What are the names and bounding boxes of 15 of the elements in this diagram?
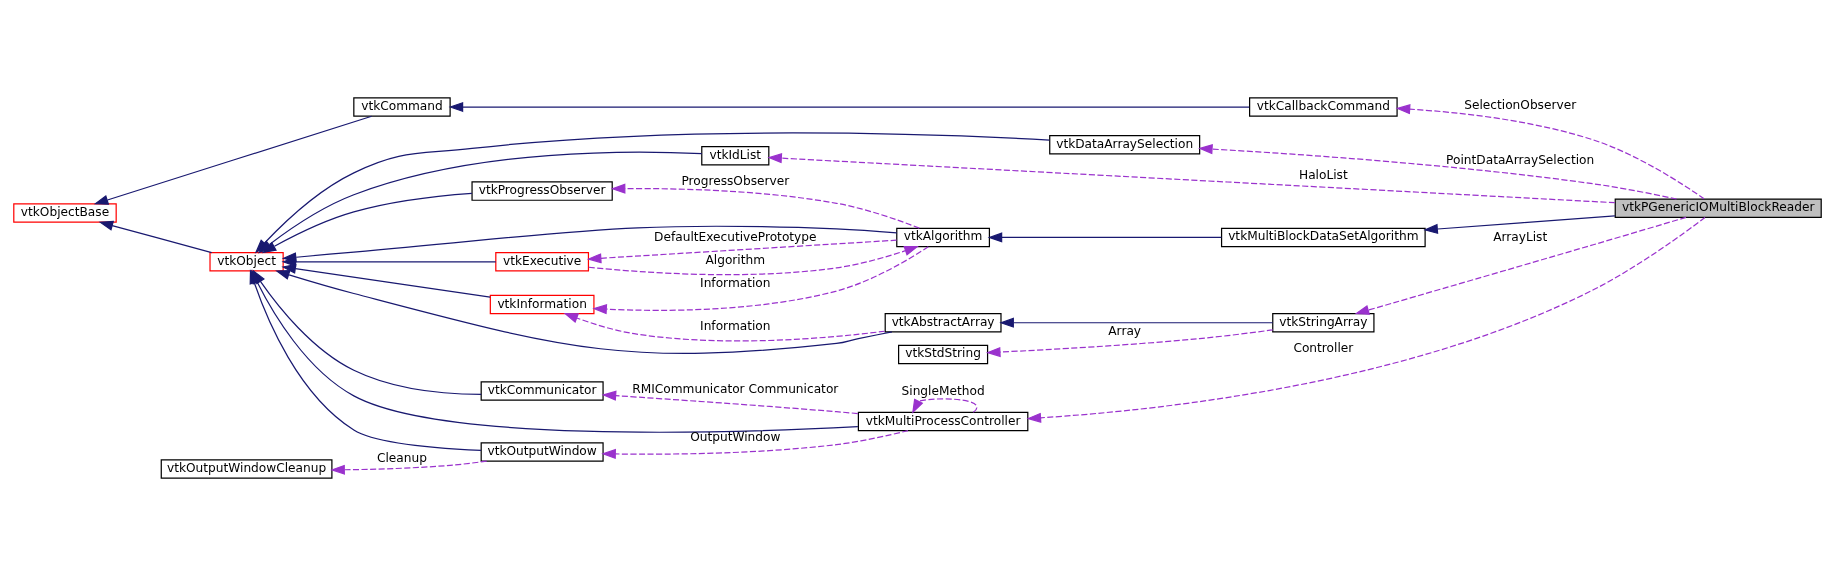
- edge-label: Information: [700, 275, 771, 290]
- edge-label: HaloList: [1298, 167, 1348, 182]
- edge-label: Information: [700, 318, 771, 333]
- edge-label: PointDataArraySelection: [1446, 152, 1595, 167]
- edge-label: RMICommunicator Communicator: [632, 381, 839, 396]
- edge-label: DefaultExecutivePrototype: [654, 229, 817, 244]
- edge-label: SingleMethod: [901, 383, 985, 398]
- edge-label: Array: [1108, 323, 1142, 338]
- edge-label: OutputWindow: [690, 429, 781, 444]
- edge-label: ProgressObserver: [681, 173, 790, 188]
- edge-label: Cleanup: [376, 450, 427, 465]
- edge-label: ArrayList: [1493, 229, 1548, 244]
- edge-label: Algorithm: [705, 252, 766, 267]
- edge-label: SelectionObserver: [1464, 97, 1577, 112]
- edge-label: Controller: [1293, 340, 1354, 355]
